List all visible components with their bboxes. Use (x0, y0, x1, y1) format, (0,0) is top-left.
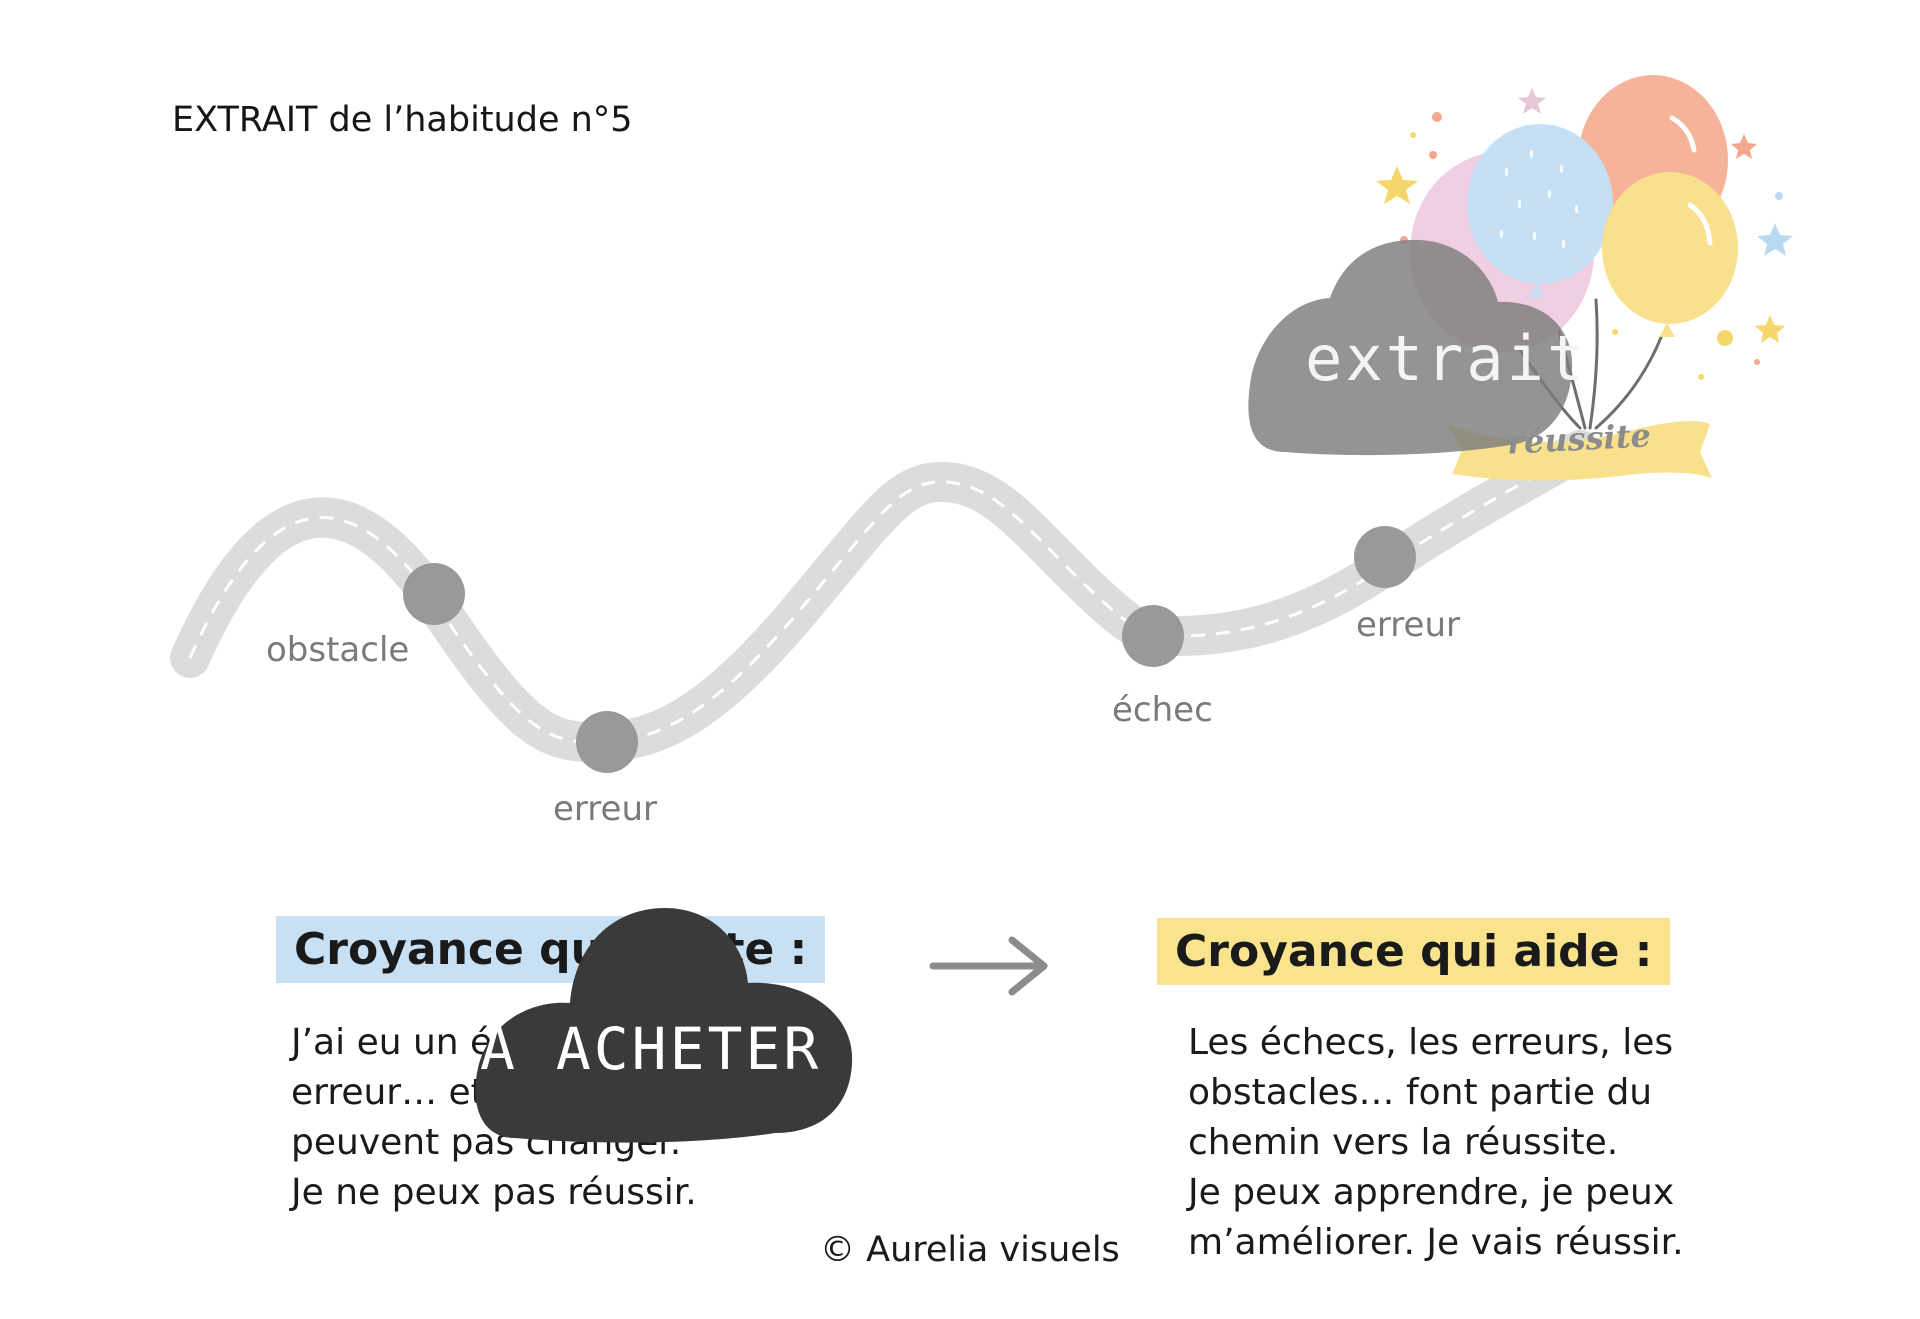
helpful-belief-line: Les échecs, les erreurs, les (1188, 1022, 1674, 1063)
goal-label: réussite (1506, 416, 1652, 462)
milestones (403, 526, 1416, 773)
stage-label-echec: échec (1112, 690, 1213, 730)
star-icon (1755, 315, 1785, 343)
helpful-belief-line: Je peux apprendre, je peux (1188, 1172, 1675, 1213)
page-title: EXTRAIT de l’habitude n°5 (172, 100, 633, 140)
star-icon (1518, 88, 1546, 114)
arrow-right-icon (929, 936, 1048, 996)
milestone-dot (1354, 526, 1416, 588)
stage-label-obstacle: obstacle (266, 630, 410, 670)
helpful-belief-line: chemin vers la réussite. (1188, 1122, 1619, 1163)
milestone-dot (576, 711, 638, 773)
star-icon (1376, 166, 1418, 204)
stage-label-erreur-1: erreur (553, 789, 657, 829)
success-ribbon (1447, 421, 1712, 481)
limiting-belief-line: Je ne peux pas réussir. (291, 1172, 697, 1213)
milestone-dot (1122, 605, 1184, 667)
yellow-balloon (1602, 172, 1738, 324)
credit: © Aurelia visuels (820, 1230, 1120, 1270)
helpful-belief-text: Les échecs, les erreurs, les obstacles… … (1188, 1018, 1684, 1268)
helpful-belief-title: Croyance qui aide : (1157, 918, 1671, 985)
star-icon (1731, 134, 1757, 159)
milestone-dot (403, 563, 465, 625)
cloud-shape (1248, 239, 1573, 456)
blue-balloon (1467, 124, 1613, 284)
helpful-belief-line: obstacles… font partie du (1188, 1072, 1653, 1113)
buy-cloud (475, 908, 853, 1143)
cloud-shape (475, 908, 853, 1143)
star-icon (1757, 223, 1793, 256)
confetti (1376, 85, 1793, 380)
road (170, 430, 1600, 763)
helpful-belief-line: m’améliorer. Je vais réussir. (1188, 1222, 1684, 1263)
stage-label-erreur-2: erreur (1356, 605, 1460, 645)
balloons-illustration (1410, 75, 1738, 352)
watermark-extrait: extrait (1305, 322, 1588, 395)
watermark-a-acheter: À ACHETER (480, 1015, 822, 1083)
